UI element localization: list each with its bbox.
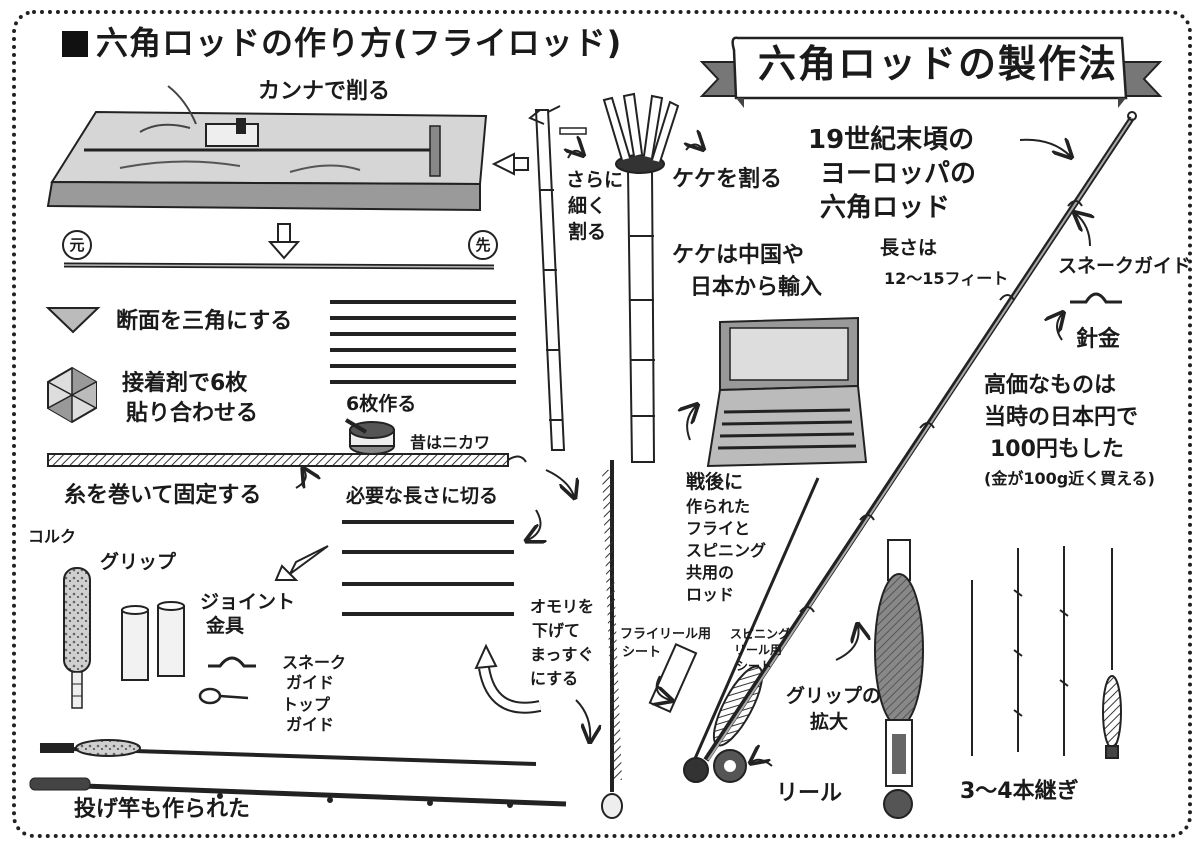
rod-box-illustration: [706, 316, 868, 468]
label-import: ケケは中国や: [672, 243, 805, 268]
grip-enlarged: [874, 539, 924, 819]
label-price-3: 100円もした: [990, 437, 1124, 462]
label-snake-guide-right: スネークガイド: [1058, 255, 1192, 277]
label-pieces: 3〜4本継ぎ: [960, 779, 1079, 804]
label-grip: グリップ: [100, 551, 177, 573]
workbench-illustration: [46, 85, 488, 212]
label-fly-reel-seat-2: シート: [622, 645, 662, 660]
label-weight-4: にする: [530, 669, 579, 688]
triangle-section-icon: [45, 307, 101, 334]
european-hex-rod: [703, 111, 1137, 762]
banner-title: 六角ロッドの製作法: [758, 42, 1119, 86]
tip-mark: 先: [468, 230, 498, 260]
bamboo-culm-thin: [528, 105, 587, 451]
label-europe-3: 六角ロッド: [820, 193, 951, 223]
label-cork: コルク: [28, 527, 77, 546]
label-top-guide: トップ: [282, 695, 331, 714]
label-nikawa: 昔はニカワ: [410, 433, 491, 452]
arrow-down-left-icon: [274, 545, 329, 581]
title-banner: [699, 36, 1163, 108]
label-casting: 投げ竿も作られた: [74, 797, 251, 822]
label-glue-2: 貼り合わせる: [126, 401, 259, 426]
label-europe: 19世紀末頃の: [808, 125, 975, 155]
label-length-2: 12〜15フィート: [884, 269, 1009, 288]
label-finer-split-3: 割る: [568, 221, 607, 243]
weighted-hanging-rod: [601, 460, 623, 819]
top-guide-part: [198, 687, 249, 705]
label-split: ケケを割る: [672, 167, 783, 192]
label-length: 長さは: [880, 237, 938, 259]
rod-sections-3-4: [971, 546, 1122, 759]
arrow-down-icon: [267, 241, 301, 260]
snake-guide-part: [208, 656, 256, 668]
label-weight-2: 下げて: [532, 621, 581, 640]
label-finer-split-2: 細く: [568, 195, 607, 217]
label-europe-2: ヨーロッパの: [820, 159, 977, 189]
dotted-frame: [12, 10, 1192, 838]
label-price: 高価なものは: [984, 373, 1117, 398]
label-weight-3: まっすぐ: [530, 645, 594, 664]
label-joint-2: 金具: [206, 615, 245, 637]
arrow-up-curve-icon: [474, 643, 498, 670]
label-triangle: 断面を三角にする: [116, 309, 293, 334]
page-title: 六角ロッドの作り方(フライロッド): [62, 25, 622, 61]
arrow-down-right-icon: [545, 469, 574, 496]
label-postwar-5: 共用の: [686, 563, 735, 582]
bamboo-culm-split: [602, 92, 680, 463]
label-spin-reel-seat: スピニング: [730, 627, 791, 641]
label-finer-split: さらに: [566, 169, 624, 191]
joint-ferrules: [121, 601, 185, 681]
label-top-guide-2: ガイド: [286, 715, 335, 734]
label-thread: 糸を巻いて固定する: [64, 483, 262, 508]
hexagon-section-icon: [47, 366, 97, 424]
label-price-4: (金が100g近く買える): [984, 469, 1155, 488]
label-price-2: 当時の日本円で: [984, 405, 1139, 430]
label-postwar-6: ロッド: [686, 585, 735, 604]
label-six: 6枚作る: [346, 393, 417, 415]
label-cut: 必要な長さに切る: [346, 485, 499, 507]
label-glue: 接着剤で6枚: [122, 371, 248, 396]
thread-wrapped-rod: [47, 453, 527, 467]
glue-pot-illustration: [344, 418, 395, 455]
label-postwar-2: 作られた: [686, 497, 751, 516]
label-spin-reel-seat-3: シート: [736, 659, 773, 673]
title-square-icon: [62, 31, 88, 57]
label-wire: 針金: [1076, 327, 1121, 352]
label-import-2: 日本から輸入: [690, 275, 823, 300]
label-weight: オモリを: [530, 597, 595, 616]
label-postwar: 戦後に: [686, 471, 744, 493]
label-plane: カンナで削る: [258, 79, 391, 104]
label-grip-zoom: グリップの: [786, 685, 882, 707]
label-joint: ジョイント: [200, 591, 296, 613]
label-postwar-3: フライと: [686, 519, 751, 538]
arrow-left-icon: [491, 152, 515, 176]
base-mark: 元: [62, 230, 92, 260]
label-snake-guide-2: ガイド: [286, 673, 335, 692]
label-snake-guide: スネーク: [282, 653, 347, 672]
label-grip-zoom-2: 拡大: [810, 711, 849, 733]
six-strips: [330, 300, 516, 384]
wire-guide-part: [1070, 292, 1122, 304]
cork-grip: [63, 567, 91, 709]
label-spin-reel-seat-2: リール用: [734, 643, 783, 657]
cut-rod-sections: [342, 520, 514, 616]
casting-rods: [29, 739, 567, 808]
label-postwar-4: スピニング: [686, 541, 767, 560]
label-reel: リール: [776, 781, 843, 806]
label-fly-reel-seat: フライリール用: [620, 627, 712, 642]
